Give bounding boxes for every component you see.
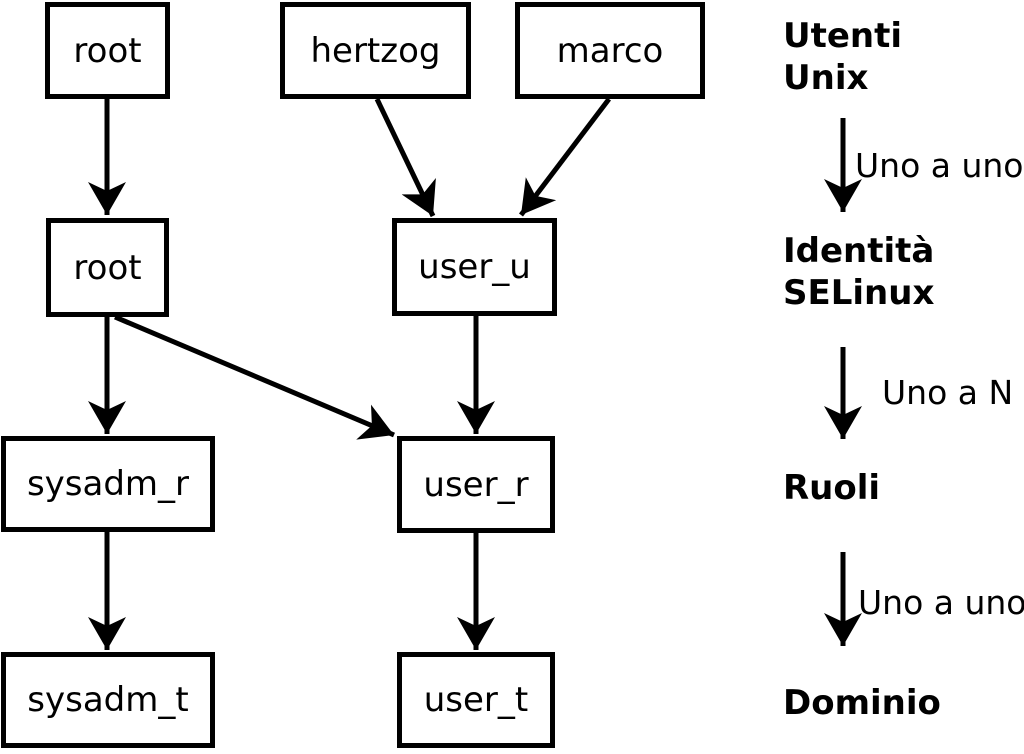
legend-level-ruoli: Ruoli: [783, 468, 881, 508]
node-label: user_t: [423, 680, 529, 720]
node-label: sysadm_r: [26, 464, 190, 504]
legend-level-dominio: Dominio: [783, 683, 941, 723]
node-label: user_r: [423, 464, 529, 505]
node-role-sysadm-r: sysadm_r: [1, 436, 215, 532]
legend-level-identita-selinux: Identità SELinux: [783, 231, 935, 313]
node-unix-user-hertzog: hertzog: [280, 2, 471, 99]
node-selinux-identity-user-u: user_u: [392, 218, 557, 316]
edge-hertzog-to-user-u-arrow: [374, 97, 436, 218]
node-label: root: [73, 30, 142, 71]
node-unix-user-marco: marco: [515, 2, 705, 99]
node-domain-user-t: user_t: [397, 652, 555, 748]
legend-level-utenti-unix: Utenti Unix: [783, 16, 903, 98]
legend-relation-uno-a-uno-1: Uno a uno: [855, 146, 1024, 185]
legend-relation-uno-a-n: Uno a N: [882, 373, 1014, 412]
node-selinux-identity-root: root: [46, 218, 169, 317]
edge-root-to-user-r-arrow: [114, 314, 395, 440]
node-unix-user-root: root: [45, 2, 170, 99]
node-label: hertzog: [310, 30, 441, 71]
legend-relation-uno-a-uno-2: Uno a uno: [858, 583, 1024, 622]
node-label: root: [73, 247, 142, 288]
node-label: sysadm_t: [27, 680, 189, 720]
node-domain-sysadm-t: sysadm_t: [1, 652, 215, 748]
node-role-user-r: user_r: [397, 436, 555, 533]
node-label: user_u: [418, 247, 531, 287]
edge-marco-to-user-u-arrow: [519, 97, 611, 217]
node-label: marco: [556, 30, 664, 71]
